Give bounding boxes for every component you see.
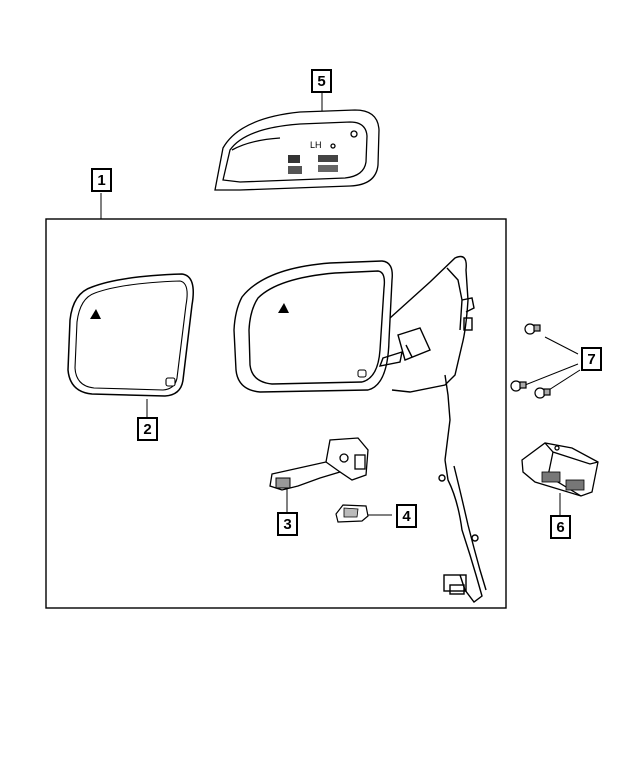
mirror-cap-side-text: LH: [310, 140, 322, 150]
mirror-glass-part[interactable]: [67, 273, 194, 397]
module-part[interactable]: [521, 442, 599, 497]
callout-6[interactable]: 6: [550, 515, 571, 539]
assembly-frame: [45, 218, 507, 609]
callout-4[interactable]: 4: [396, 504, 417, 528]
callout-2[interactable]: 2: [137, 417, 158, 441]
callout-1[interactable]: 1: [91, 168, 112, 192]
clips-part[interactable]: [510, 323, 551, 399]
mirror-housing-assembly[interactable]: [233, 255, 487, 603]
callout-3[interactable]: 3: [277, 512, 298, 536]
lamp-part[interactable]: [335, 504, 369, 523]
callout-7[interactable]: 7: [581, 347, 602, 371]
clip-3: [534, 387, 551, 399]
bracket-part[interactable]: [269, 437, 369, 491]
clip-2: [510, 380, 527, 392]
mirror-cap-part[interactable]: LH: [214, 109, 380, 191]
callout-5[interactable]: 5: [311, 69, 332, 93]
clip-1: [524, 323, 541, 335]
